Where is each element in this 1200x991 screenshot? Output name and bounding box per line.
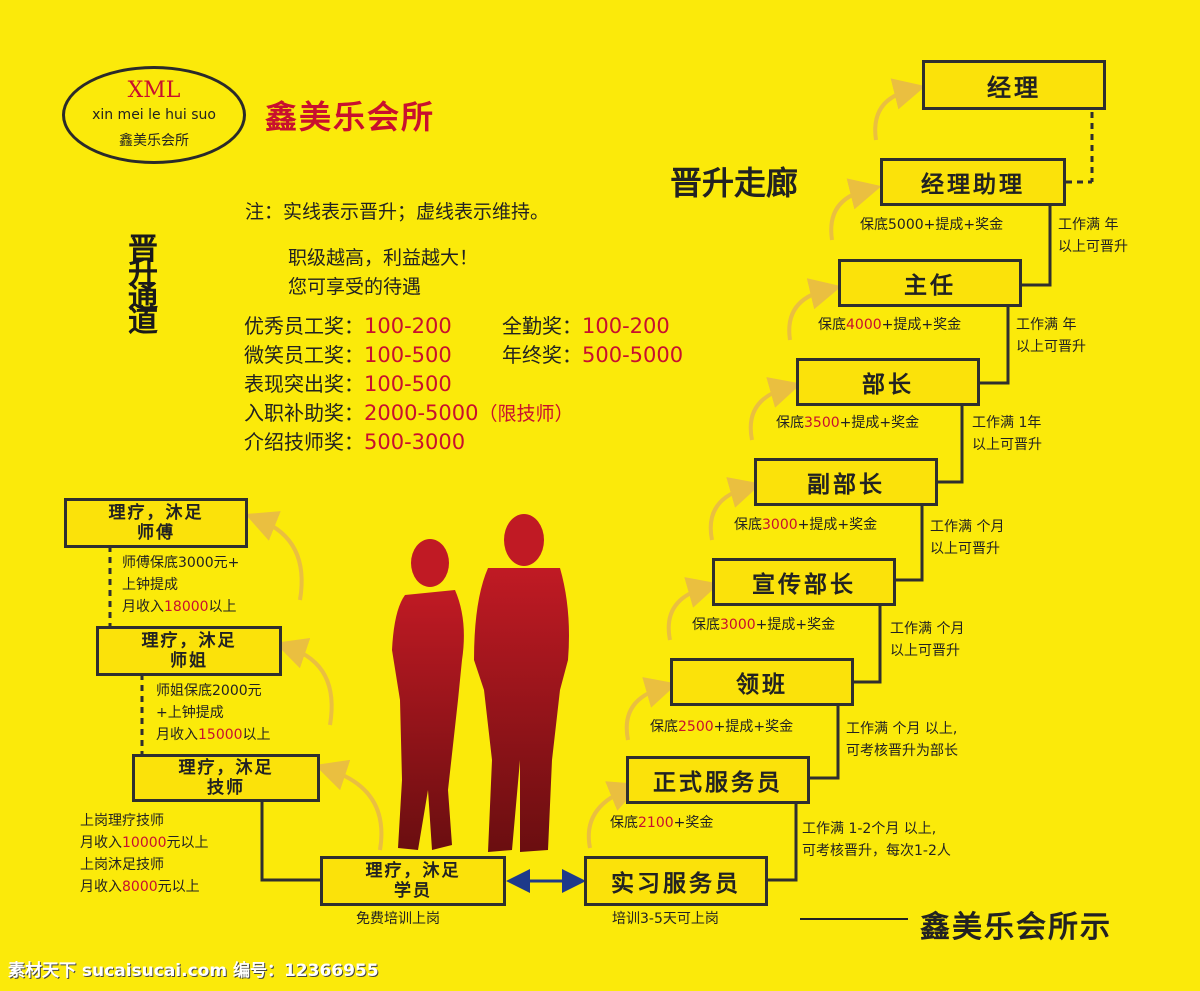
rank-box-assistant-manager: 经理助理	[880, 158, 1066, 206]
tech-info-senior-sister: 师姐保底2000元 +上钟提成 月收入15000以上	[156, 683, 271, 743]
logo-chinese-text: 鑫美乐会所	[119, 133, 189, 149]
promotion-arrows	[245, 78, 926, 851]
pay-text: 保底3500+提成+奖金	[776, 415, 920, 431]
pay-text: 保底4000+提成+奖金	[818, 317, 962, 333]
promo-text: 工作满 年以上可晋升	[1016, 317, 1086, 355]
tech-info-technician: 上岗理疗技师 月收入10000元以上 上岗沐足技师 月收入8000元以上	[80, 813, 209, 895]
bonus-note: （限技师）	[478, 403, 574, 425]
intern-caption: 培训3-5天可上岗	[612, 911, 719, 927]
tech-box-master: 理疗，沐足师傅	[64, 498, 248, 548]
rank-box-team-leader: 领班	[670, 658, 854, 706]
tech-box-senior-sister: 理疗，沐足师姐	[96, 626, 282, 676]
rank-box-regular-waiter: 正式服务员	[626, 756, 810, 804]
bonus-row-7: 介绍技师奖：500-3000	[244, 426, 465, 455]
promo-text: 工作满 1年以上可晋升	[972, 415, 1042, 453]
watermark-text: 素材天下 sucaisucai.com 编号：12366955	[8, 961, 379, 981]
rank-box-publicity-head: 宣传部长	[712, 558, 896, 606]
rank-box-intern-waiter: 实习服务员	[584, 856, 768, 906]
rank-box-deputy-head: 副部长	[754, 458, 938, 506]
promo-text: 工作满 个月 以上,可考核晋升为部长	[846, 721, 958, 759]
tech-ladder-lines	[108, 546, 320, 882]
pay-text: 保底3000+提成+奖金	[692, 617, 836, 633]
pay-text: 保底5000+提成+奖金	[860, 217, 1004, 233]
bonus-row-6: 入职补助奖：2000-5000（限技师）	[244, 397, 573, 426]
promo-text: 工作满 1-2个月 以上,可考核晋升，每次1-2人	[802, 821, 951, 859]
tech-box-trainee: 理疗，沐足学员	[320, 856, 506, 906]
bonus-label: 微笑员工奖：	[244, 343, 364, 367]
people-silhouette	[392, 514, 569, 852]
pay-text: 保底2500+提成+奖金	[650, 719, 794, 735]
rank-box-department-head: 部长	[796, 358, 980, 406]
bonus-row-1: 优秀员工奖：100-200	[244, 310, 452, 339]
slogan-line-1: 职级越高，利益越大！	[288, 247, 479, 269]
bonus-label: 入职补助奖：	[244, 401, 364, 425]
corridor-title: 晋升走廊	[670, 164, 799, 202]
promo-text: 工作满 个月以上可晋升	[890, 621, 965, 659]
slogan-line-2: 您可享受的待遇	[288, 276, 422, 298]
bonus-value: 2000-5000	[364, 401, 479, 425]
bonus-row-5: 表现突出奖：100-500	[244, 368, 452, 397]
promo-text: 工作满 个月以上可晋升	[930, 519, 1005, 557]
logo-oval	[62, 66, 246, 164]
bonus-value: 100-500	[364, 372, 452, 396]
bonus-value: 100-200	[582, 314, 670, 338]
footer-divider	[800, 918, 908, 920]
bonus-label: 介绍技师奖：	[244, 430, 364, 454]
bonus-row-2: 全勤奖：100-200	[502, 310, 670, 339]
logo-pinyin-text: xin mei le hui suo	[92, 107, 216, 123]
bonus-label: 优秀员工奖：	[244, 314, 364, 338]
brand-title: 鑫美乐会所	[265, 98, 436, 136]
bonus-label: 年终奖：	[502, 343, 582, 367]
rank-box-manager: 经理	[922, 60, 1106, 110]
tech-box-technician: 理疗，沐足技师	[132, 754, 320, 802]
legend-note: 注：实线表示晋升；虚线表示维持。	[245, 201, 550, 223]
bonus-value: 100-200	[364, 314, 452, 338]
bonus-label: 全勤奖：	[502, 314, 582, 338]
logo-xml-text: XML	[127, 78, 181, 103]
bonus-value: 500-5000	[582, 343, 684, 367]
vertical-title: 晋升通道	[128, 232, 158, 339]
tech-info-master: 师傅保底3000元+ 上钟提成 月收入18000以上	[122, 555, 240, 615]
pay-text: 保底3000+提成+奖金	[734, 517, 878, 533]
bonus-row-4: 年终奖：500-5000	[502, 339, 683, 368]
footer-signature: 鑫美乐会所示	[920, 910, 1112, 945]
bonus-label: 表现突出奖：	[244, 372, 364, 396]
trainee-caption: 免费培训上岗	[356, 911, 440, 927]
promo-text: 工作满 年以上可晋升	[1058, 217, 1128, 255]
bonus-value: 100-500	[364, 343, 452, 367]
pay-text: 保底2100+奖金	[610, 815, 714, 831]
bonus-row-3: 微笑员工奖：100-500	[244, 339, 452, 368]
bonus-value: 500-3000	[364, 430, 466, 454]
rank-box-director: 主任	[838, 259, 1022, 307]
